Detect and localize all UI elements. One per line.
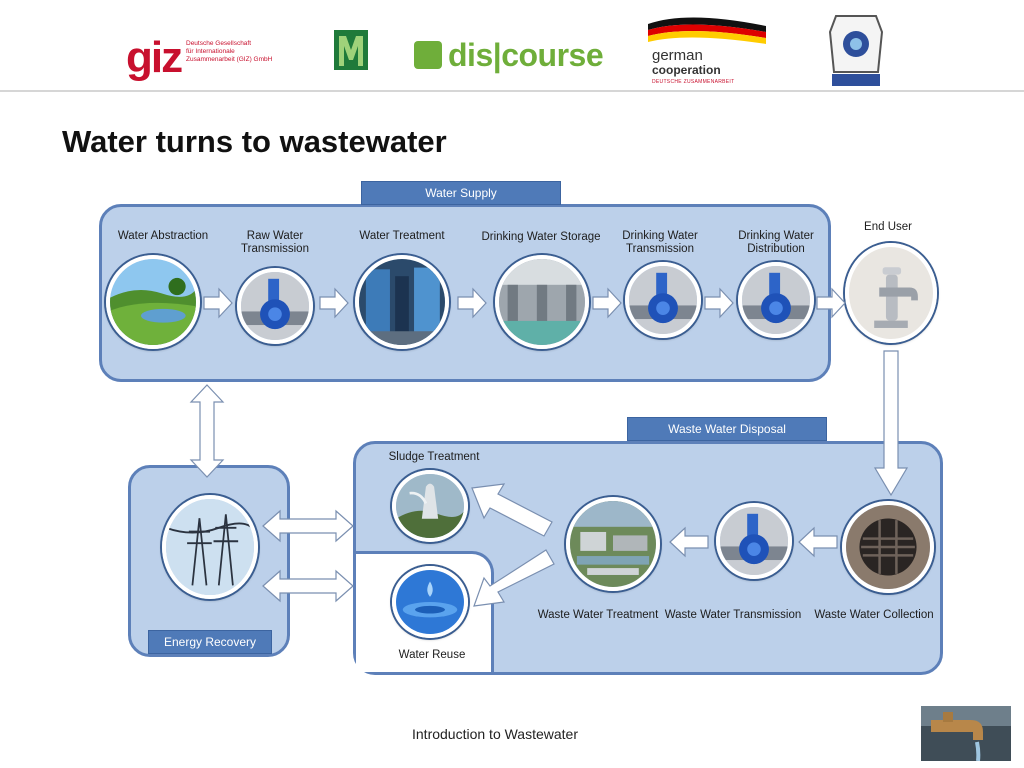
arrow-supply-energy-bidirectional — [189, 384, 225, 478]
arrow-treatment-to-sludge — [470, 482, 554, 540]
energy-recovery-tab: Energy Recovery — [148, 630, 272, 654]
arrow-energy-sludge-bidirectional — [262, 509, 354, 543]
arrow-end-user-down — [873, 350, 909, 497]
arrow-distribution-to-end-user — [816, 287, 846, 319]
discourse-square-icon — [414, 41, 442, 69]
label-water-treatment: Water Treatment — [359, 230, 445, 242]
footer-tap-thumbnail — [921, 706, 1011, 761]
raw-water-transmission-image — [237, 268, 313, 344]
waste-water-transmission-image — [716, 503, 792, 579]
waste-water-disposal-tab: Waste Water Disposal — [627, 417, 827, 441]
energy-recovery-image — [162, 495, 258, 599]
sludge-treatment-image — [392, 470, 468, 542]
label-water-reuse: Water Reuse — [398, 649, 466, 661]
arrow-abstraction-to-raw — [203, 287, 233, 319]
footer-caption: Introduction to Wastewater — [412, 726, 579, 742]
label-drinking-water-distribution: Drinking Water Distribution — [738, 230, 814, 255]
drinking-water-storage-image — [495, 255, 589, 349]
arrow-transmission-to-treatment — [666, 526, 712, 558]
drinking-water-distribution-image — [738, 262, 814, 338]
label-drinking-water-storage: Drinking Water Storage — [481, 231, 601, 243]
label-end-user: End User — [864, 221, 912, 233]
label-sludge-treatment: Sludge Treatment — [388, 451, 480, 463]
water-abstraction-image — [106, 255, 200, 349]
logo-bar: giz Deutsche Gesellschaft für Internatio… — [0, 0, 1024, 92]
label-water-abstraction: Water Abstraction — [117, 230, 209, 242]
arrow-treatment-to-storage — [454, 287, 490, 319]
end-user-tap-image — [845, 243, 937, 343]
water-treatment-image — [355, 255, 449, 349]
label-drinking-water-transmission: Drinking Water Transmission — [622, 230, 698, 255]
arrow-energy-reuse-bidirectional — [262, 569, 354, 603]
label-waste-water-treatment: Waste Water Treatment — [537, 609, 659, 621]
water-supply-tab: Water Supply — [361, 181, 561, 205]
arrow-treatment-to-reuse — [472, 548, 556, 608]
label-waste-water-collection: Waste Water Collection — [814, 609, 934, 621]
giz-logo-text: Deutsche Gesellschaft für Internationale… — [186, 40, 273, 63]
arrow-storage-to-transmission — [592, 287, 622, 319]
discourse-logo: dis|course — [414, 38, 604, 72]
label-raw-water-transmission: Raw Water Transmission — [241, 230, 309, 255]
arrow-transmission-to-distribution — [704, 287, 734, 319]
header-divider — [0, 90, 1024, 92]
page-title: Water turns to wastewater — [62, 124, 447, 159]
water-reuse-image — [392, 566, 468, 638]
ministry-shield-logo — [826, 12, 886, 88]
waste-water-treatment-image — [566, 497, 660, 591]
label-waste-water-transmission: Waste Water Transmission — [664, 609, 802, 621]
arrow-collection-to-transmission — [798, 526, 838, 558]
waste-water-collection-image — [842, 501, 934, 593]
arrow-raw-to-treatment — [318, 287, 350, 319]
drinking-water-transmission-image — [625, 262, 701, 338]
giz-logo: giz — [126, 33, 183, 82]
m-logo-icon — [334, 30, 368, 70]
german-cooperation-logo: german cooperation DEUTSCHE ZUSAMMENARBE… — [648, 16, 768, 88]
